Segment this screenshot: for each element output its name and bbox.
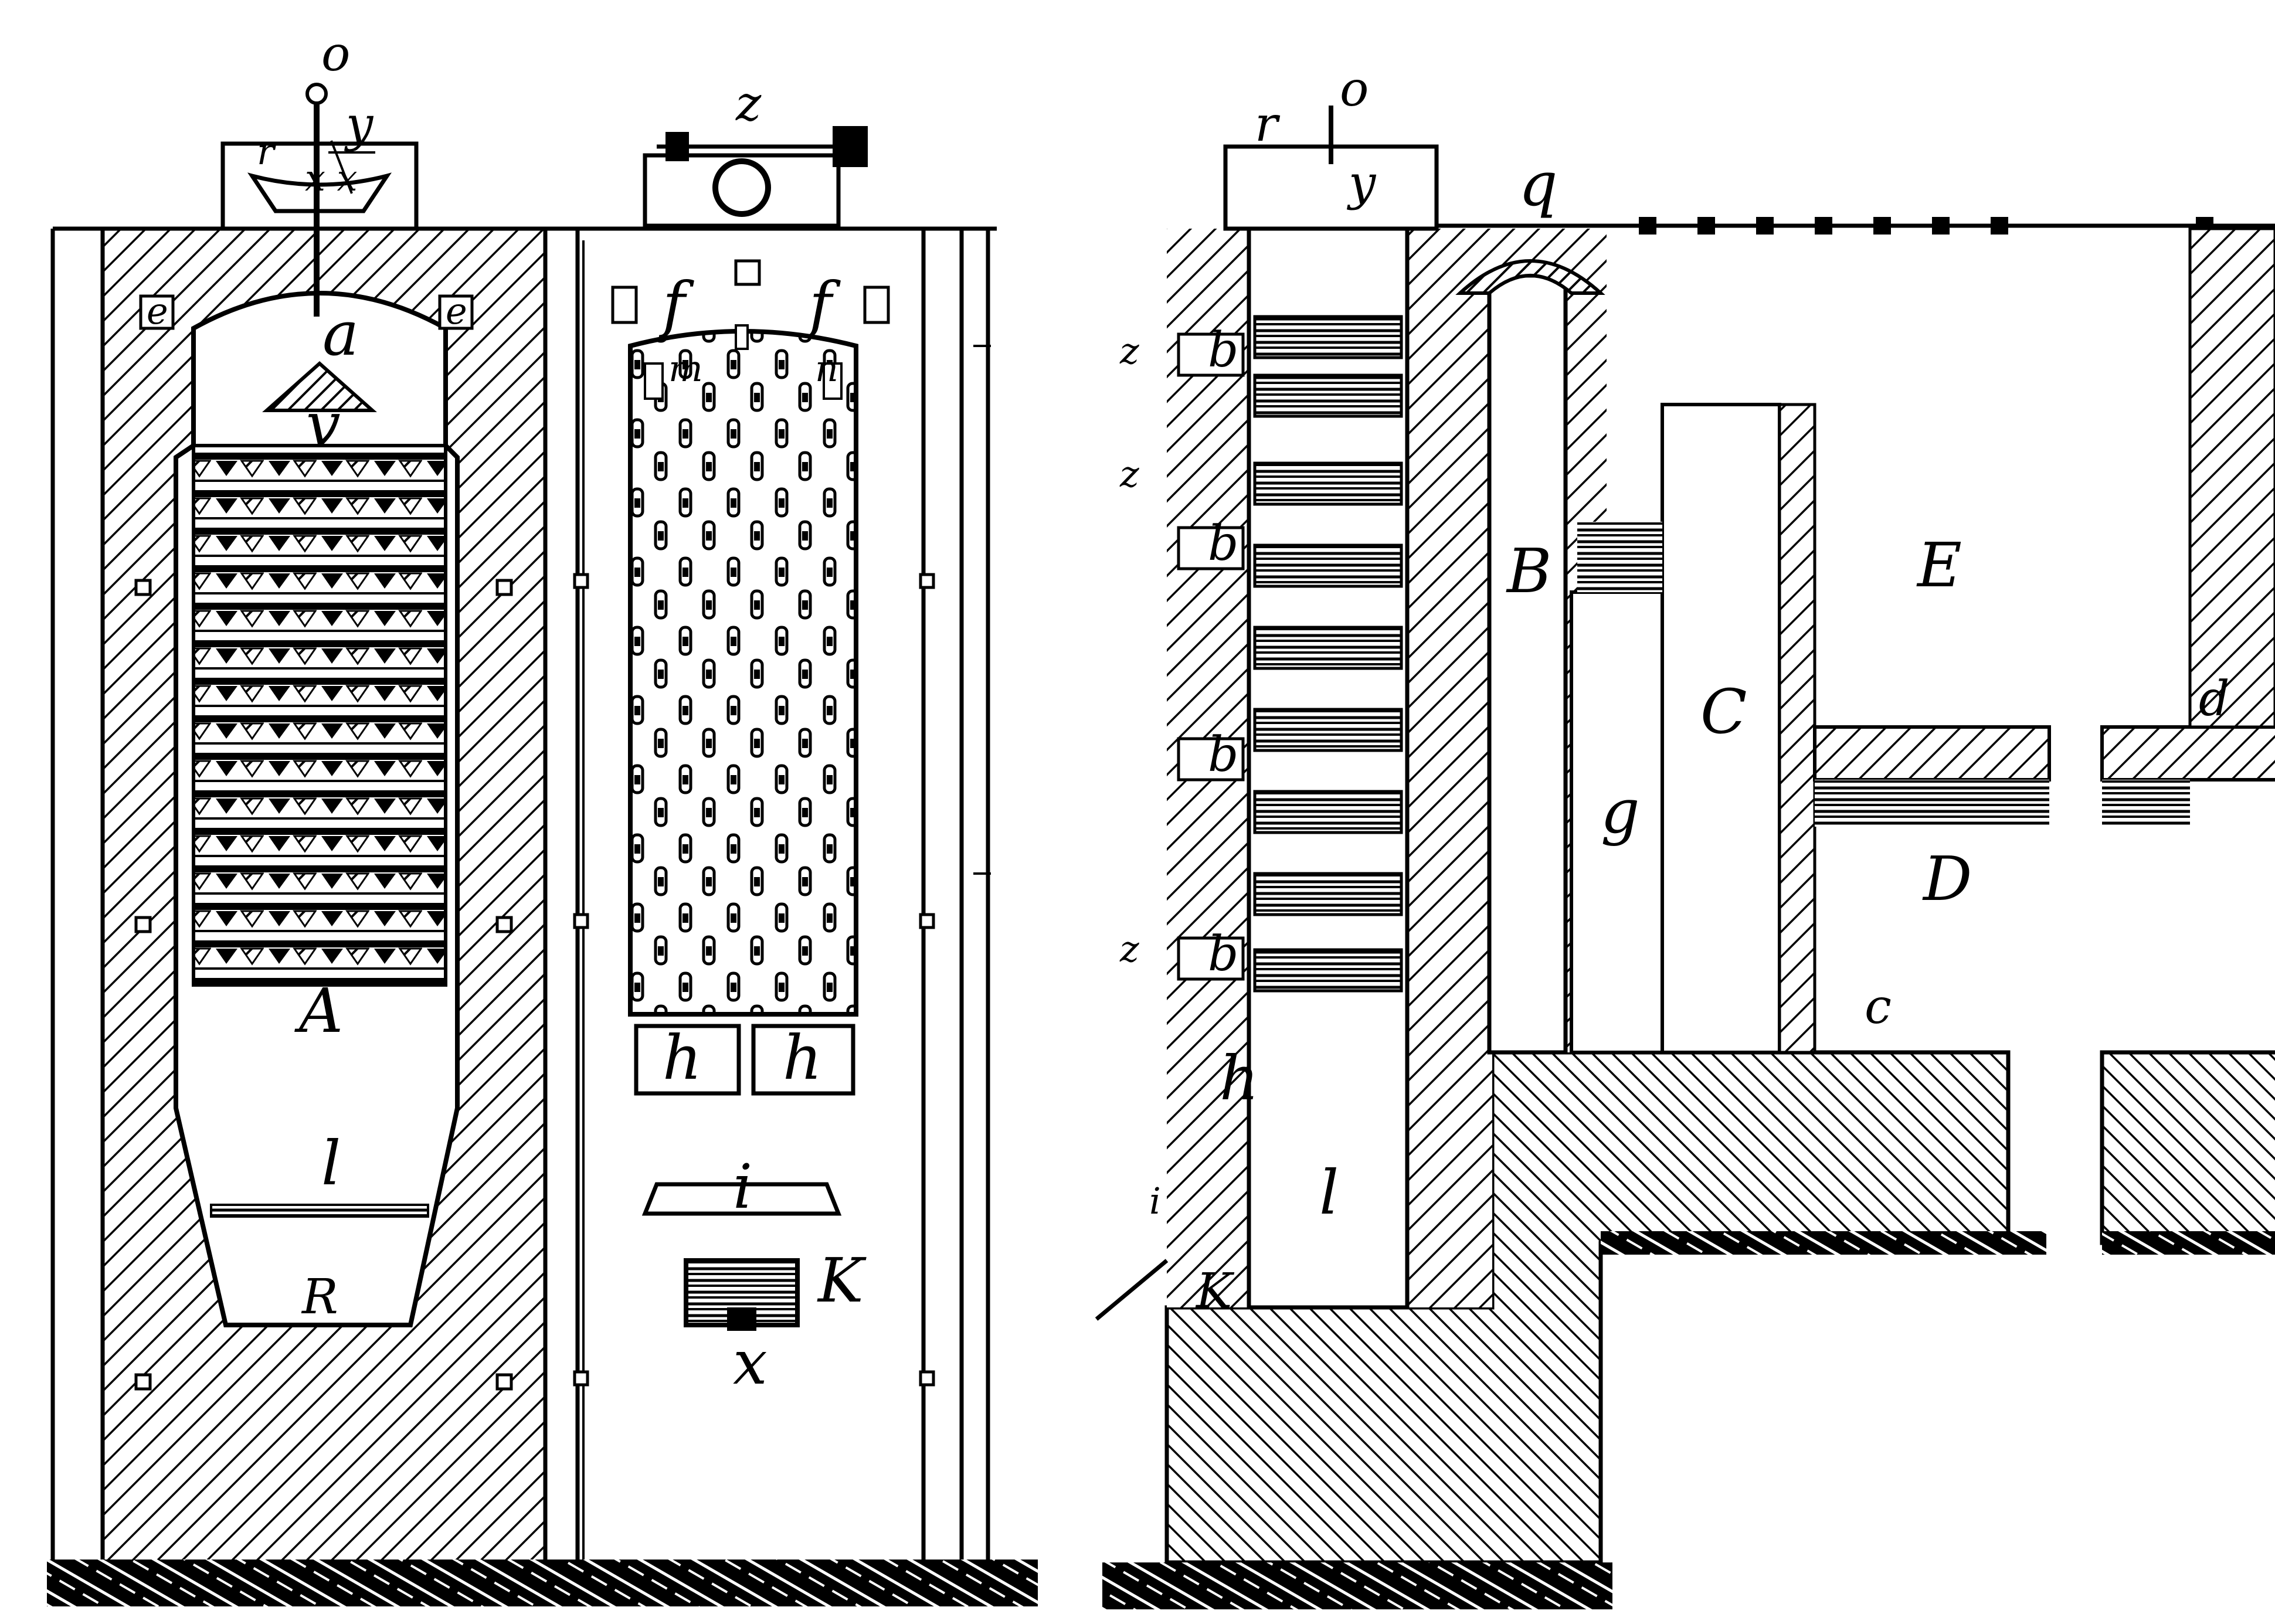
label-i: i [733, 1151, 752, 1222]
crank-wheel [712, 158, 771, 217]
front-outline [50, 226, 997, 1560]
plate-i [641, 1182, 842, 1216]
label-section-B: B [1506, 535, 1551, 607]
label-e-left: e [147, 290, 168, 332]
label-v: v [306, 389, 341, 460]
label-section-z2: z [1119, 453, 1139, 495]
ground-left [47, 1560, 1038, 1606]
label-xx: x x [305, 157, 358, 199]
shelf-E [1813, 725, 2051, 782]
label-section-y: y [1346, 155, 1377, 211]
side-door-panel [628, 329, 858, 1017]
chamber-C [1661, 403, 1781, 1054]
label-section-i: i [1149, 1180, 1161, 1222]
label-section-b3: b [1208, 727, 1239, 783]
label-h-right: h [783, 1022, 822, 1093]
label-section-K: K [1195, 1263, 1235, 1319]
ground-right [1102, 1562, 1612, 1609]
label-A: A [294, 975, 343, 1047]
label-section-g: g [1601, 776, 1640, 847]
label-z: z [735, 76, 762, 132]
label-section-q: q [1519, 148, 1558, 220]
label-section-o: o [1340, 62, 1369, 117]
cone-v [262, 361, 377, 412]
label-f-left: f [658, 269, 694, 340]
label-section-d: d [2199, 671, 2230, 727]
label-section-r: r [1255, 97, 1281, 152]
label-K: K [817, 1245, 867, 1316]
chamber-B [1487, 273, 1568, 1055]
label-a: a [322, 298, 359, 369]
label-r: r [257, 130, 276, 173]
front-section-view: o y r x x e e a v A l R [50, 26, 997, 1560]
label-section-h: h [1220, 1042, 1259, 1114]
label-R: R [301, 1269, 338, 1325]
label-section-b4: b [1208, 926, 1239, 982]
label-section-E: E [1916, 529, 1962, 601]
box-K [684, 1258, 800, 1331]
side-elevation-view: z f f m n h h i K x [573, 76, 991, 1560]
label-o: o [321, 26, 350, 82]
grate-l [210, 1204, 429, 1218]
label-h-left: h [663, 1022, 702, 1093]
label-section-D: D [1922, 843, 1972, 915]
side-outline [575, 229, 990, 1560]
label-f-right: f [805, 269, 841, 340]
label-m: m [668, 347, 703, 390]
label-section-z3: z [1119, 927, 1139, 970]
label-section-b1: b [1208, 322, 1239, 378]
label-n: n [815, 347, 838, 390]
grate-stack [192, 444, 447, 987]
right-wall-d [2188, 227, 2275, 729]
label-l: l [321, 1127, 341, 1199]
arch-q [1455, 259, 1605, 295]
label-section-c: c [1865, 979, 1892, 1035]
label-y: y [344, 97, 374, 152]
label-section-z1: z [1119, 329, 1139, 372]
chamber-g [1570, 590, 1664, 1054]
column-trays [1253, 315, 1403, 993]
label-e-right: e [446, 290, 467, 332]
label-x: x [733, 1327, 768, 1398]
wall-CD [1778, 403, 1816, 1054]
label-section-C: C [1700, 676, 1747, 748]
h-doors [634, 1024, 855, 1096]
longitudinal-section-view: r o y q z z z b b b b B C g E D c d h i … [1095, 62, 2275, 1609]
label-section-b2: b [1208, 516, 1239, 572]
label-section-l: l [1319, 1157, 1339, 1228]
ring-o [305, 83, 328, 105]
